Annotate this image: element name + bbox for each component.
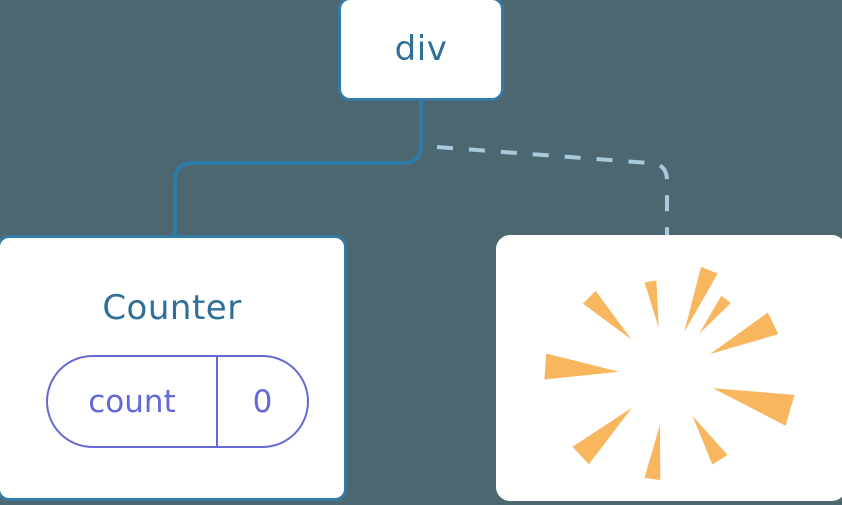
edge-root-sparkle	[436, 145, 669, 236]
sparkle-ray-6	[644, 424, 661, 481]
node-counter-label: Counter	[102, 288, 242, 328]
sparkle-ray-8	[713, 388, 795, 426]
sparkle-ray-3	[582, 290, 632, 340]
node-div-label: div	[394, 29, 448, 69]
node-counter[interactable]: Counter count 0	[0, 235, 347, 501]
sparkle-ray-4	[544, 353, 620, 380]
sparkle-ray-9	[710, 312, 779, 354]
sparkle-ray-10	[699, 295, 731, 334]
prop-key: count	[48, 357, 218, 446]
sparkle-ray-7	[692, 415, 728, 465]
node-div[interactable]: div	[338, 0, 504, 101]
prop-pill-count[interactable]: count 0	[46, 355, 309, 448]
prop-value: 0	[252, 383, 273, 420]
sparkle-ray-5	[572, 407, 632, 465]
sparkle-ray-1	[684, 266, 718, 333]
sparkle-burst-icon	[544, 266, 795, 481]
sparkle-ray-2	[644, 280, 659, 328]
node-rendered-output[interactable]	[496, 235, 842, 501]
edge-root-counter	[173, 101, 423, 236]
